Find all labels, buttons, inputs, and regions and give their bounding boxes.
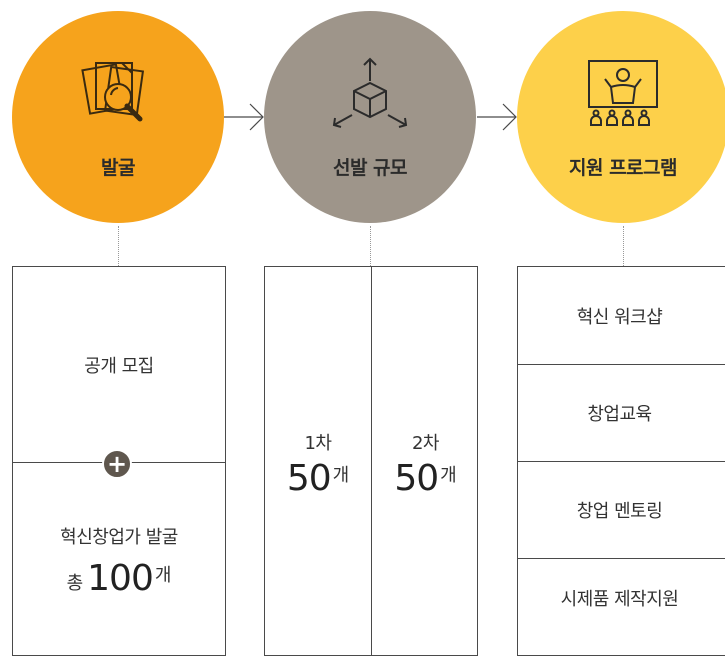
stage-label: 발굴 xyxy=(101,157,135,179)
stage-label: 지원 프로그램 xyxy=(569,157,678,179)
program-label: 창업 멘토링 xyxy=(576,500,663,522)
discovery-bottom-cell: 혁신창업가 발굴 총 100 개 xyxy=(13,462,225,657)
total-unit: 개 xyxy=(154,564,172,586)
program-label: 시제품 제작지원 xyxy=(560,589,679,610)
round-label: 2차 xyxy=(411,433,440,454)
arrow-right-icon xyxy=(477,103,517,131)
round-unit: 개 xyxy=(332,465,350,486)
total-prefix: 총 xyxy=(66,572,84,594)
stage-program-circle: 지원 프로그램 xyxy=(517,11,725,223)
program-item: 시제품 제작지원 xyxy=(518,558,725,638)
round-unit: 개 xyxy=(440,465,457,486)
round-label: 1차 xyxy=(304,433,332,454)
discovery-top-cell: 공개 모집 xyxy=(13,267,225,463)
discovery-bottom-text: 혁신창업가 발굴 xyxy=(60,526,178,548)
document-search-icon xyxy=(81,62,145,122)
discovery-total: 총 100 개 xyxy=(66,557,172,599)
selection-round-2: 2차 50 개 xyxy=(372,267,479,655)
round-number: 50 xyxy=(394,458,439,499)
arrow-right-icon xyxy=(224,103,264,131)
program-item: 혁신 워크샵 xyxy=(518,267,725,365)
programs-box: 혁신 워크샵 창업교육 창업 멘토링 시제품 제작지원 xyxy=(517,266,725,656)
connector-line xyxy=(623,226,624,266)
round-number: 50 xyxy=(286,458,332,499)
cube-arrows-icon xyxy=(332,57,408,128)
connector-line xyxy=(370,226,371,266)
program-label: 혁신 워크샵 xyxy=(576,306,663,328)
discovery-box: 공개 모집 + 혁신창업가 발굴 총 100 개 xyxy=(12,266,226,656)
stage-selection-circle: 선발 규모 xyxy=(264,11,476,223)
program-label: 창업교육 xyxy=(587,403,652,425)
selection-box: 1차 50 개 2차 50 개 xyxy=(264,266,478,656)
round-count: 50 개 xyxy=(287,461,349,497)
round-count: 50 개 xyxy=(394,461,456,497)
program-item: 창업교육 xyxy=(518,364,725,462)
total-number: 100 xyxy=(87,557,154,599)
selection-round-1: 1차 50 개 xyxy=(265,267,372,655)
plus-icon: + xyxy=(102,449,132,479)
presentation-icon xyxy=(588,60,658,126)
connector-line xyxy=(118,226,119,266)
program-item: 창업 멘토링 xyxy=(518,461,725,559)
stage-discovery-circle: 발굴 xyxy=(12,11,224,223)
discovery-top-text: 공개 모집 xyxy=(84,355,154,377)
stage-label: 선발 규모 xyxy=(332,157,408,179)
